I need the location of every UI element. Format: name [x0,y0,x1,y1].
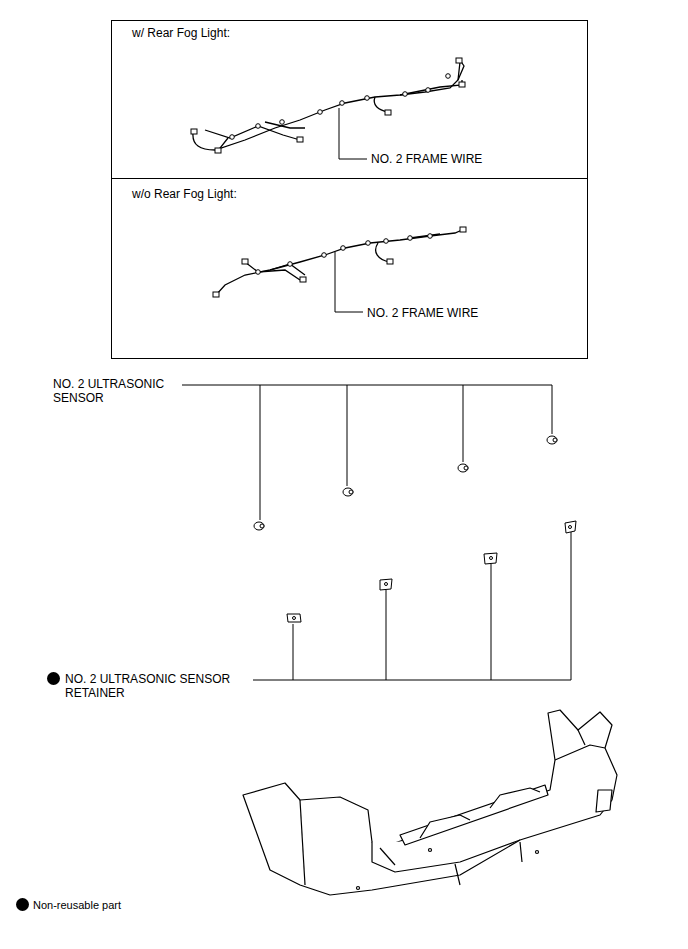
wire-clips [191,58,465,153]
variant-heading: w/ Rear Fog Light: [132,26,230,40]
variant-panel: w/o Rear Fog Light: NO. 2 FRAME WIRE [111,178,588,359]
ultrasonic-sensors [254,436,557,530]
legend-text: Non-reusable part [33,898,121,912]
part-name: NO. 2 FRAME WIRE [367,306,478,320]
part-name: NO. 2 ULTRASONIC SENSOR [53,377,178,405]
leader-line [111,20,588,179]
wire-clips [213,227,466,297]
rear-bumper [243,710,617,895]
leader-lines [182,385,571,680]
variant-heading: w/o Rear Fog Light: [132,187,237,201]
frame-wire-with-fog [193,60,464,152]
part-name: NO. 2 ULTRASONIC SENSOR RETAINER [65,672,250,700]
non-reusable-mark [47,672,60,685]
variant-panel: w/ Rear Fog Light: NO. 2 FRAME WIRE [111,20,588,179]
sensor-retainers [287,521,576,622]
leader-line [111,178,588,359]
frame-wire-without-fog [216,230,462,295]
legend-swatch [16,898,29,911]
part-name: NO. 2 FRAME WIRE [371,152,482,166]
